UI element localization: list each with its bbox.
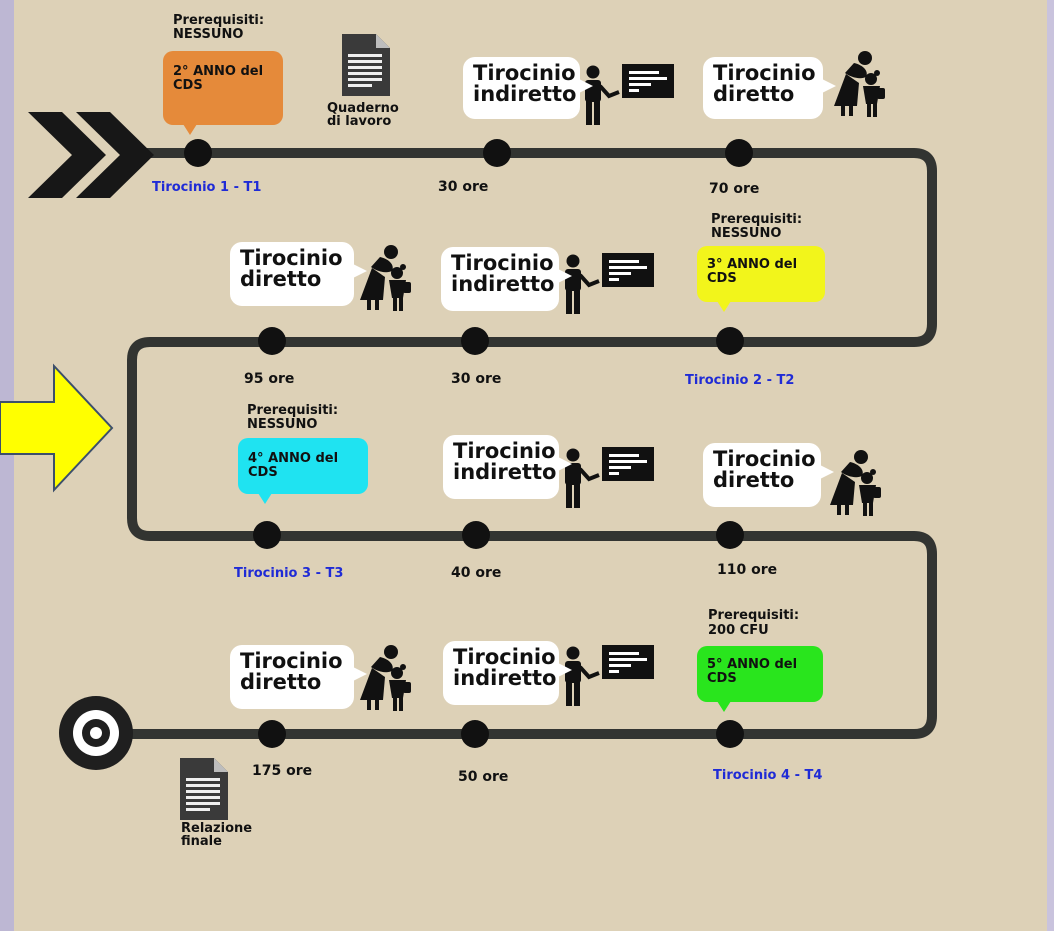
t2-prereq-label: Prerequisiti: xyxy=(711,212,803,227)
t1-stage-label: Tirocinio 1 - T1 xyxy=(152,180,262,195)
t1-year-badge: 2° ANNO del CDS xyxy=(163,51,283,135)
t1-year-text: 2° ANNO del CDS xyxy=(173,64,264,93)
t3-direct-hours: 110 ore xyxy=(717,562,778,578)
target-icon xyxy=(59,696,133,770)
t3-prereq-value: NESSUNO xyxy=(247,417,318,432)
parent-child-icon xyxy=(360,645,411,711)
teacher-at-board-icon xyxy=(563,251,656,316)
node-t2-indirect xyxy=(461,327,489,355)
t4-prereq-label: Prerequisiti: xyxy=(708,608,800,623)
workbook-label: Quaderno di lavoro xyxy=(327,101,399,130)
t3-direct-bubble: Tirocinio diretto xyxy=(703,443,834,507)
t2-direct-bubble: Tirocinio diretto xyxy=(230,242,367,306)
t3-year-text: 4° ANNO del CDS xyxy=(248,451,339,480)
teacher-at-board-icon xyxy=(563,445,656,510)
right-arrow-icon xyxy=(0,363,114,493)
node-t4-start xyxy=(716,720,744,748)
t3-indirect-hours: 40 ore xyxy=(451,565,502,581)
t1-indirect-label: Tirocinio indiretto xyxy=(473,61,577,107)
t4-indirect-bubble: Tirocinio indiretto xyxy=(443,641,572,705)
t2-indirect-label: Tirocinio indiretto xyxy=(451,251,555,297)
parent-child-icon xyxy=(834,51,885,117)
t3-direct-label: Tirocinio diretto xyxy=(713,447,816,493)
teacher-at-board-icon xyxy=(583,62,676,127)
t4-direct-hours: 175 ore xyxy=(252,763,313,779)
t2-stage-label: Tirocinio 2 - T2 xyxy=(685,373,795,388)
t4-indirect-label: Tirocinio indiretto xyxy=(453,645,557,691)
t3-year-badge: 4° ANNO del CDS xyxy=(238,438,368,504)
t1-direct-bubble: Tirocinio diretto xyxy=(703,57,836,119)
document-icon xyxy=(342,34,390,96)
parent-child-icon xyxy=(830,450,881,516)
t4-direct-bubble: Tirocinio diretto xyxy=(230,645,367,709)
node-t3-start xyxy=(253,521,281,549)
t1-prereq-label: Prerequisiti: xyxy=(173,13,265,28)
parent-child-icon xyxy=(360,245,411,311)
t2-year-badge: 3° ANNO del CDS xyxy=(697,246,825,312)
node-t1-start xyxy=(184,139,212,167)
double-chevron-icon xyxy=(28,112,154,198)
t4-indirect-hours: 50 ore xyxy=(458,769,509,785)
t1-direct-label: Tirocinio diretto xyxy=(713,61,816,107)
right-border xyxy=(1047,0,1054,931)
node-t2-start xyxy=(716,327,744,355)
node-t1-indirect xyxy=(483,139,511,167)
t3-indirect-bubble: Tirocinio indiretto xyxy=(443,435,572,499)
node-t4-direct xyxy=(258,720,286,748)
t1-indirect-bubble: Tirocinio indiretto xyxy=(463,57,593,119)
node-t1-direct xyxy=(725,139,753,167)
timeline-path xyxy=(124,148,937,739)
t4-year-text: 5° ANNO del CDS xyxy=(707,657,798,686)
t3-prereq-label: Prerequisiti: xyxy=(247,403,339,418)
t4-stage-label: Tirocinio 4 - T4 xyxy=(713,768,823,783)
t2-direct-label: Tirocinio diretto xyxy=(240,246,343,292)
t2-year-text: 3° ANNO del CDS xyxy=(707,257,798,286)
t1-prereq-value: NESSUNO xyxy=(173,27,244,42)
t2-indirect-bubble: Tirocinio indiretto xyxy=(441,247,572,311)
t4-year-badge: 5° ANNO del CDS xyxy=(697,646,823,712)
node-t3-indirect xyxy=(462,521,490,549)
node-t2-direct xyxy=(258,327,286,355)
node-t3-direct xyxy=(716,521,744,549)
t2-direct-hours: 95 ore xyxy=(244,371,295,387)
t4-prereq-value: 200 CFU xyxy=(708,623,769,638)
document-icon xyxy=(180,758,228,820)
t3-indirect-label: Tirocinio indiretto xyxy=(453,439,557,485)
t1-direct-hours: 70 ore xyxy=(709,181,760,197)
t2-indirect-hours: 30 ore xyxy=(451,371,502,387)
final-report-label: Relazione finale xyxy=(181,821,253,850)
timeline-board: Prerequisiti: NESSUNO 2° ANNO del CDS Qu… xyxy=(14,0,1047,931)
t4-direct-label: Tirocinio diretto xyxy=(240,649,343,695)
node-t4-indirect xyxy=(461,720,489,748)
teacher-at-board-icon xyxy=(563,643,656,708)
timeline-canvas xyxy=(28,34,937,820)
t2-prereq-value: NESSUNO xyxy=(711,226,782,241)
t3-stage-label: Tirocinio 3 - T3 xyxy=(234,566,344,581)
left-border xyxy=(0,0,14,931)
t1-indirect-hours: 30 ore xyxy=(438,179,489,195)
